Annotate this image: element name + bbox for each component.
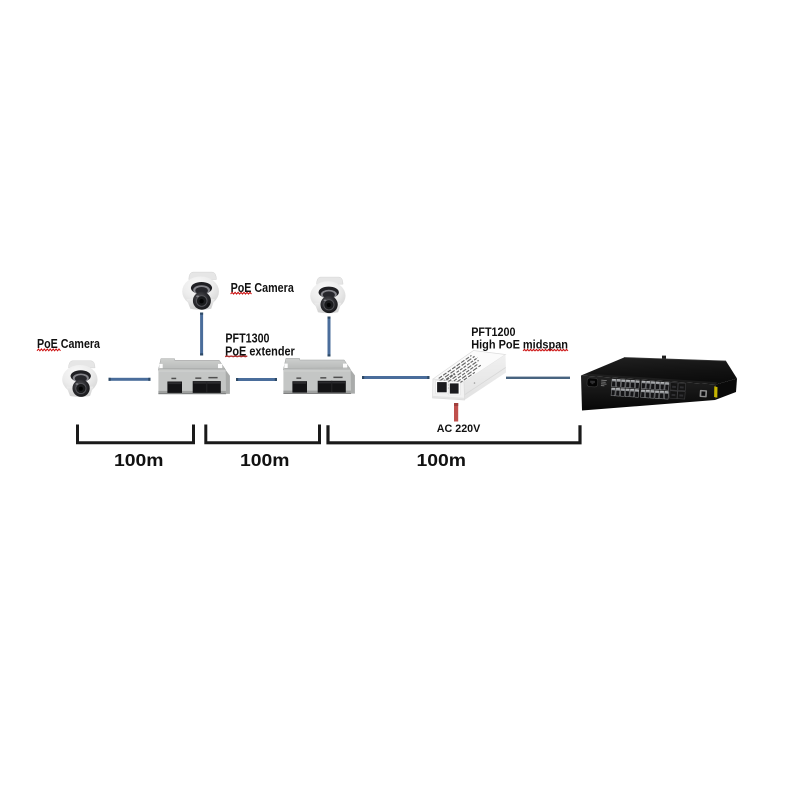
svg-text:PoE Camera: PoE Camera bbox=[37, 337, 101, 351]
svg-text:AC 220V: AC 220V bbox=[437, 423, 481, 435]
svg-text:PFT1300: PFT1300 bbox=[225, 331, 269, 345]
svg-text:100m: 100m bbox=[114, 450, 164, 470]
svg-text:High PoE midspan: High PoE midspan bbox=[471, 338, 568, 352]
svg-text:100m: 100m bbox=[240, 450, 290, 470]
svg-text:100m: 100m bbox=[417, 450, 467, 470]
